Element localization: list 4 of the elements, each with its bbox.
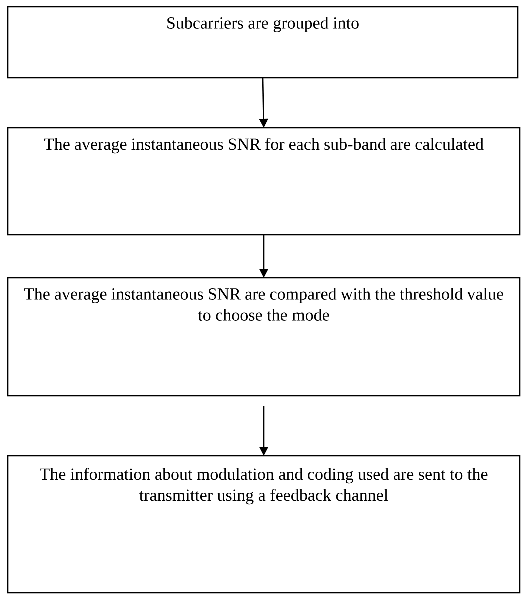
process-box: Subcarriers are grouped into xyxy=(7,6,519,79)
process-box: The average instantaneous SNR are compared with the threshold value to choose the mode xyxy=(7,277,521,397)
process-box: The average instantaneous SNR for each sub-band are calculated xyxy=(7,127,521,236)
process-box: The information about modulation and coding used are sent to the transmitter using a feedback channel xyxy=(7,455,521,594)
